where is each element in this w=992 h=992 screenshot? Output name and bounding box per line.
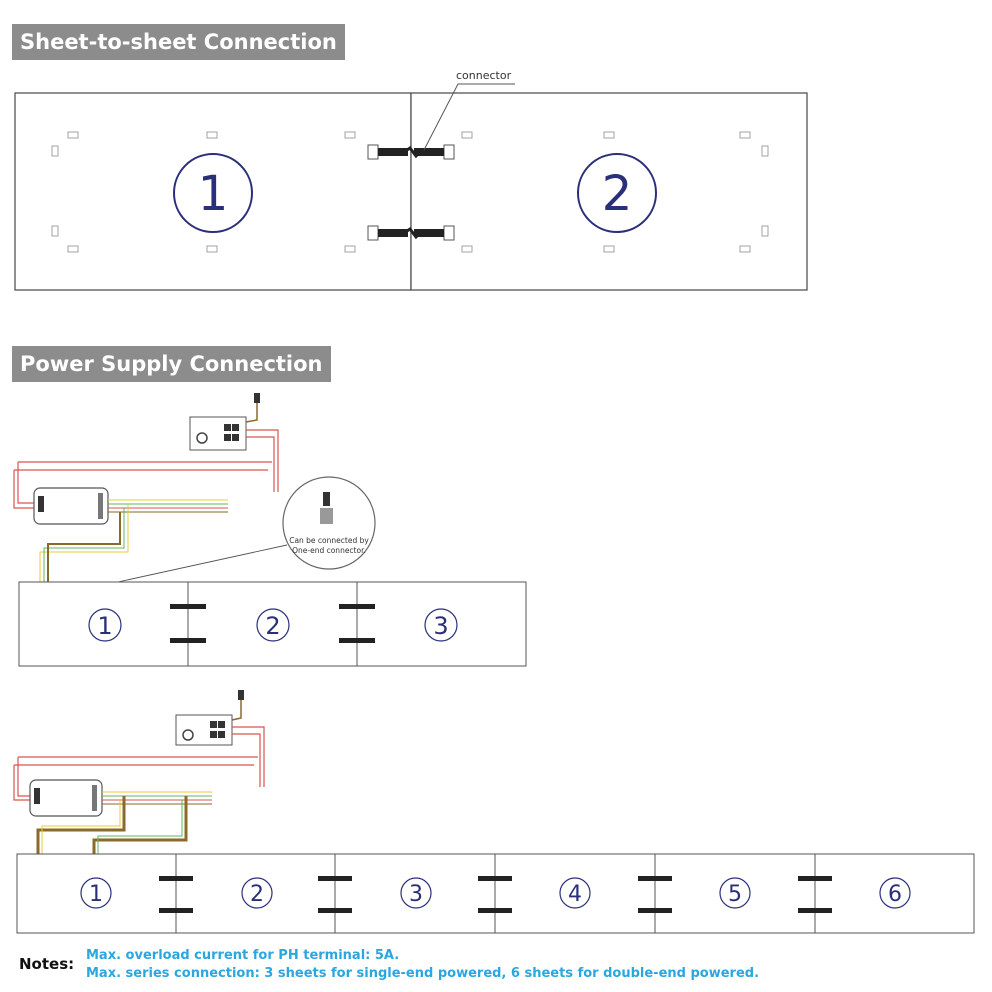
double-end-circle-3 [400,877,432,909]
single-end-sheet-1 [18,581,189,667]
double-end-sheet-3 [334,853,496,934]
double-end-number-2: 2 [250,882,264,907]
top-sheet-2 [410,92,808,291]
top-connector-upper [367,144,455,160]
power-supply-unit-1 [189,393,260,451]
inset-text-line2: One-end connector. [292,546,366,555]
double-end-number-3: 3 [409,882,423,907]
double-end-sheet-5 [654,853,816,934]
single-end-circle-3 [424,608,458,642]
connector-leader-line [423,83,515,151]
double-end-circle-1 [80,877,112,909]
double-end-sheet-2 [175,853,336,934]
controller-2 [29,779,103,817]
single-end-number-2: 2 [265,612,280,640]
sheet-number-1: 1 [198,166,229,222]
single-end-number-3: 3 [433,612,448,640]
top-sheet-1 [14,92,412,291]
single-end-circle-1 [88,608,122,642]
top-connector-lower [367,225,455,241]
double-end-circle-6 [879,877,911,909]
double-end-number-1: 1 [89,882,103,907]
inset-text-line1: Can be connected by [289,536,369,545]
controller-1 [33,487,109,525]
sheet-number-circle-2 [577,153,657,233]
single-end-setup: Can be connected by One-end connector. 1… [13,393,527,667]
double-end-circle-4 [559,877,591,909]
double-end-number-5: 5 [728,882,742,907]
section-header-power-supply: Power Supply Connection [12,346,331,382]
single-end-sheet-3 [356,581,527,667]
double-end-sheet-1 [16,853,177,934]
one-end-connector-inset: Can be connected by One-end connector. [53,476,376,597]
top-sheet-row: connector 1 2 [14,69,808,291]
double-end-circle-5 [719,877,751,909]
single-end-sheet-2 [187,581,358,667]
notes-label: Notes: [19,955,75,973]
power-supply-unit-2 [175,690,244,746]
sheet-number-circle-1 [173,153,253,233]
double-end-setup: 1 2 3 4 5 6 [13,690,975,934]
double-end-number-6: 6 [888,882,902,907]
single-end-connectors [170,604,375,643]
double-end-circle-2 [241,877,273,909]
double-end-sheet-4 [494,853,656,934]
note-item-2: Max. series connection: 3 sheets for sin… [86,966,760,981]
connector-label: connector [456,69,512,82]
double-end-connectors [159,876,832,913]
double-end-sheet-6 [814,853,975,934]
double-end-number-4: 4 [568,882,582,907]
note-item-1: Max. overload current for PH terminal: 5… [86,948,400,963]
section-header-sheet-to-sheet: Sheet-to-sheet Connection [12,24,345,60]
single-end-number-1: 1 [97,612,112,640]
single-end-circle-2 [256,608,290,642]
sheet-number-2: 2 [602,166,633,222]
